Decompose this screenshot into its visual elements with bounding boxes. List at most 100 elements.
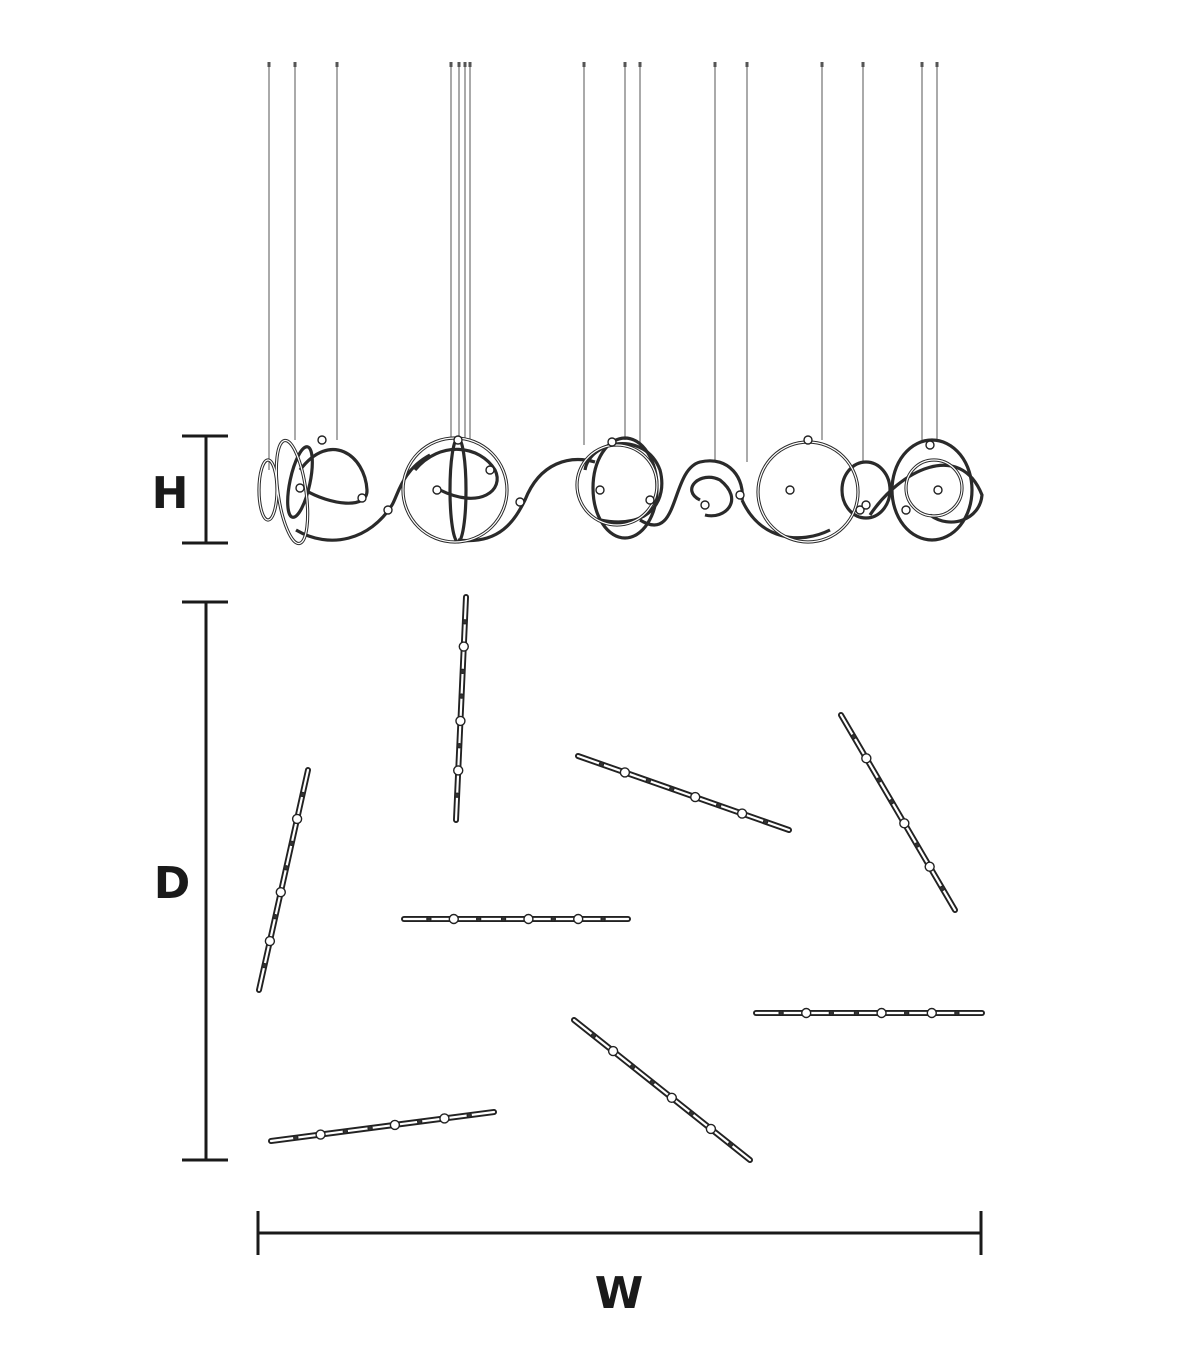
bar-joint: [876, 1007, 887, 1019]
bar-joint: [261, 962, 268, 969]
ceiling-anchor: [582, 62, 586, 67]
coil-joint: [595, 485, 605, 495]
bar-joint: [475, 916, 482, 922]
plan-view-fixture: [256, 594, 985, 1163]
bar-joint: [903, 1010, 910, 1016]
depth-label: D: [154, 858, 191, 909]
light-bar: [753, 1007, 985, 1019]
bar-joint: [389, 1119, 401, 1131]
depth-dimension: D: [154, 600, 228, 1162]
coil-joint: [357, 493, 367, 503]
light-bar: [268, 1109, 497, 1144]
bar-joint: [600, 916, 606, 922]
bar-joint: [272, 913, 279, 920]
bar-joint: [688, 1110, 695, 1117]
bar-joint: [629, 1063, 636, 1070]
coil-joint: [645, 495, 655, 505]
coil-joint: [735, 490, 745, 500]
coil-joint: [515, 497, 525, 507]
ceiling-anchor: [335, 62, 339, 67]
coil-joint: [432, 485, 442, 495]
bar-joint: [828, 1010, 835, 1016]
width-dimension: W: [256, 1211, 983, 1319]
bar-joint: [264, 935, 276, 947]
bar-joint: [455, 715, 466, 727]
coil-joint: [901, 505, 911, 515]
bar-joint: [456, 742, 463, 749]
suspension-wires: [267, 62, 939, 470]
light-bar: [256, 767, 311, 993]
bar-joint: [283, 865, 289, 871]
bar-joint: [458, 693, 465, 699]
coil-joint: [785, 485, 795, 495]
bar-joint: [439, 1113, 450, 1124]
bar-joint: [876, 777, 882, 783]
ceiling-anchor: [293, 62, 297, 67]
bar-joint: [914, 842, 920, 848]
bar-joint: [607, 1045, 619, 1057]
coil-joint: [295, 483, 305, 493]
light-bar: [453, 594, 469, 823]
front-elevation-fixture: [257, 435, 984, 546]
bar-joint: [669, 786, 675, 792]
bar-joint: [861, 753, 872, 764]
bar-joint: [288, 840, 295, 847]
bar-joint: [458, 641, 469, 652]
coil-joint: [485, 465, 495, 475]
bar-joint: [705, 1123, 717, 1135]
bar-joint: [666, 1092, 677, 1103]
bar-joint: [573, 913, 584, 925]
coil-joint: [855, 505, 865, 515]
bar-joint: [275, 887, 286, 898]
bar-joint: [550, 916, 557, 922]
bar-joint: [924, 861, 935, 872]
bar-joint: [645, 777, 652, 784]
ceiling-anchor: [820, 62, 824, 67]
bar-joint: [762, 819, 769, 825]
coil-joint: [933, 485, 943, 495]
bar-joint: [367, 1125, 373, 1131]
ceiling-anchor: [745, 62, 749, 67]
ceiling-anchor: [463, 62, 467, 67]
bar-joint: [853, 1010, 860, 1016]
bar-joint: [736, 808, 748, 819]
bar-joint: [954, 1010, 960, 1016]
coil-joint: [317, 435, 327, 445]
light-bar: [571, 1017, 753, 1163]
bar-joint: [448, 913, 459, 925]
coil-joint: [700, 500, 710, 510]
coil-joint: [453, 435, 463, 445]
bar-joint: [416, 1118, 423, 1125]
ceiling-anchor: [713, 62, 717, 67]
bar-joint: [466, 1112, 472, 1118]
bar-joint: [690, 791, 701, 803]
bar-joint: [291, 813, 303, 825]
bar-joint: [778, 1010, 784, 1016]
bar-joint: [619, 767, 631, 778]
coil-joint: [607, 437, 617, 447]
bar-joint: [299, 791, 306, 798]
ceiling-anchor: [861, 62, 865, 67]
bar-joint: [926, 1007, 937, 1019]
ceiling-anchor: [468, 62, 472, 67]
bar-joint: [459, 668, 466, 675]
ceiling-anchor: [449, 62, 453, 67]
bar-joint: [715, 802, 722, 809]
bar-joint: [342, 1128, 349, 1135]
bar-joint: [727, 1141, 734, 1148]
light-bar: [838, 712, 958, 913]
coil-joint: [383, 505, 393, 515]
bar-joint: [453, 765, 464, 776]
bar-joint: [523, 913, 534, 925]
bar-joint: [888, 798, 895, 805]
height-dimension: H: [152, 434, 228, 545]
bar-joint: [454, 792, 460, 798]
ceiling-anchor: [935, 62, 939, 67]
bar-joint: [500, 916, 507, 922]
ceiling-anchor: [457, 62, 461, 67]
height-label: H: [152, 468, 189, 519]
bar-joint: [315, 1129, 326, 1140]
bar-joint: [462, 619, 468, 625]
bar-joint: [649, 1079, 655, 1085]
